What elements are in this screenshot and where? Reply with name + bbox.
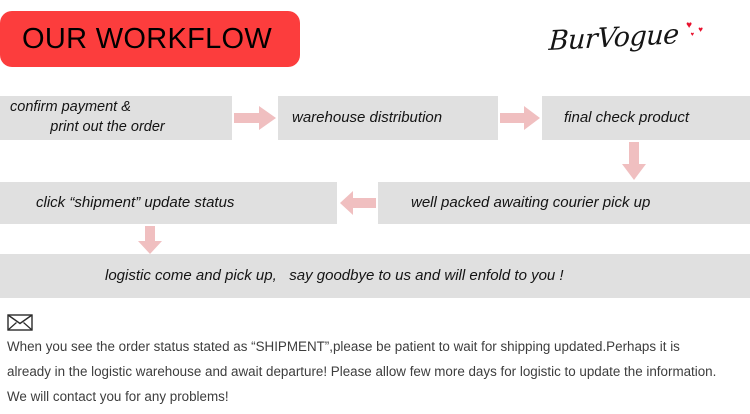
title-banner: OUR WORKFLOW — [0, 11, 300, 67]
flow-step-label: final check product — [564, 108, 690, 126]
flow-step-label-line2: print out the order — [10, 119, 165, 135]
arrow-right-icon — [500, 106, 540, 130]
note-line: already in the logistic warehouse and aw… — [7, 364, 717, 379]
flow-step-logistic-pickup: logistic come and pick up, say goodbye t… — [0, 254, 750, 298]
flow-step-label: warehouse distribution — [292, 108, 443, 126]
flow-step-label: click “shipment” update status — [36, 193, 235, 211]
page-title: OUR WORKFLOW — [22, 22, 273, 55]
heart-icon: ♥ — [686, 20, 692, 31]
note-line: When you see the order status stated as … — [7, 339, 680, 354]
page-header: OUR WORKFLOW BurVogue ♥ ♥ ♥ — [0, 0, 750, 88]
flow-step-click-shipment: click “shipment” update status — [0, 182, 337, 224]
flow-step-label-line1: confirm payment & — [10, 99, 131, 116]
flow-step-label: logistic come and pick up, say goodbye t… — [105, 266, 564, 284]
heart-icon: ♥ — [698, 25, 703, 34]
flow-step-final-check-product: final check product — [542, 96, 750, 140]
flow-step-label: well packed awaiting courier pick up — [411, 193, 651, 211]
flow-step-confirm-payment: confirm payment & print out the order — [0, 96, 232, 140]
flow-step-label: confirm payment & print out the order — [0, 98, 165, 137]
flow-step-warehouse-distribution: warehouse distribution — [278, 96, 498, 140]
arrow-left-icon — [340, 191, 376, 215]
arrow-down-icon — [138, 226, 162, 254]
arrow-down-icon — [622, 142, 646, 180]
note-text: When you see the order status stated as … — [7, 334, 747, 409]
brand-logo: BurVogue ♥ ♥ ♥ — [546, 19, 706, 68]
envelope-icon — [7, 314, 33, 331]
flow-step-well-packed: well packed awaiting courier pick up — [378, 182, 750, 224]
note-line: We will contact you for any problems! — [7, 389, 229, 404]
heart-icon: ♥ — [690, 32, 694, 38]
arrow-right-icon — [234, 106, 276, 130]
brand-name: BurVogue — [548, 19, 680, 57]
